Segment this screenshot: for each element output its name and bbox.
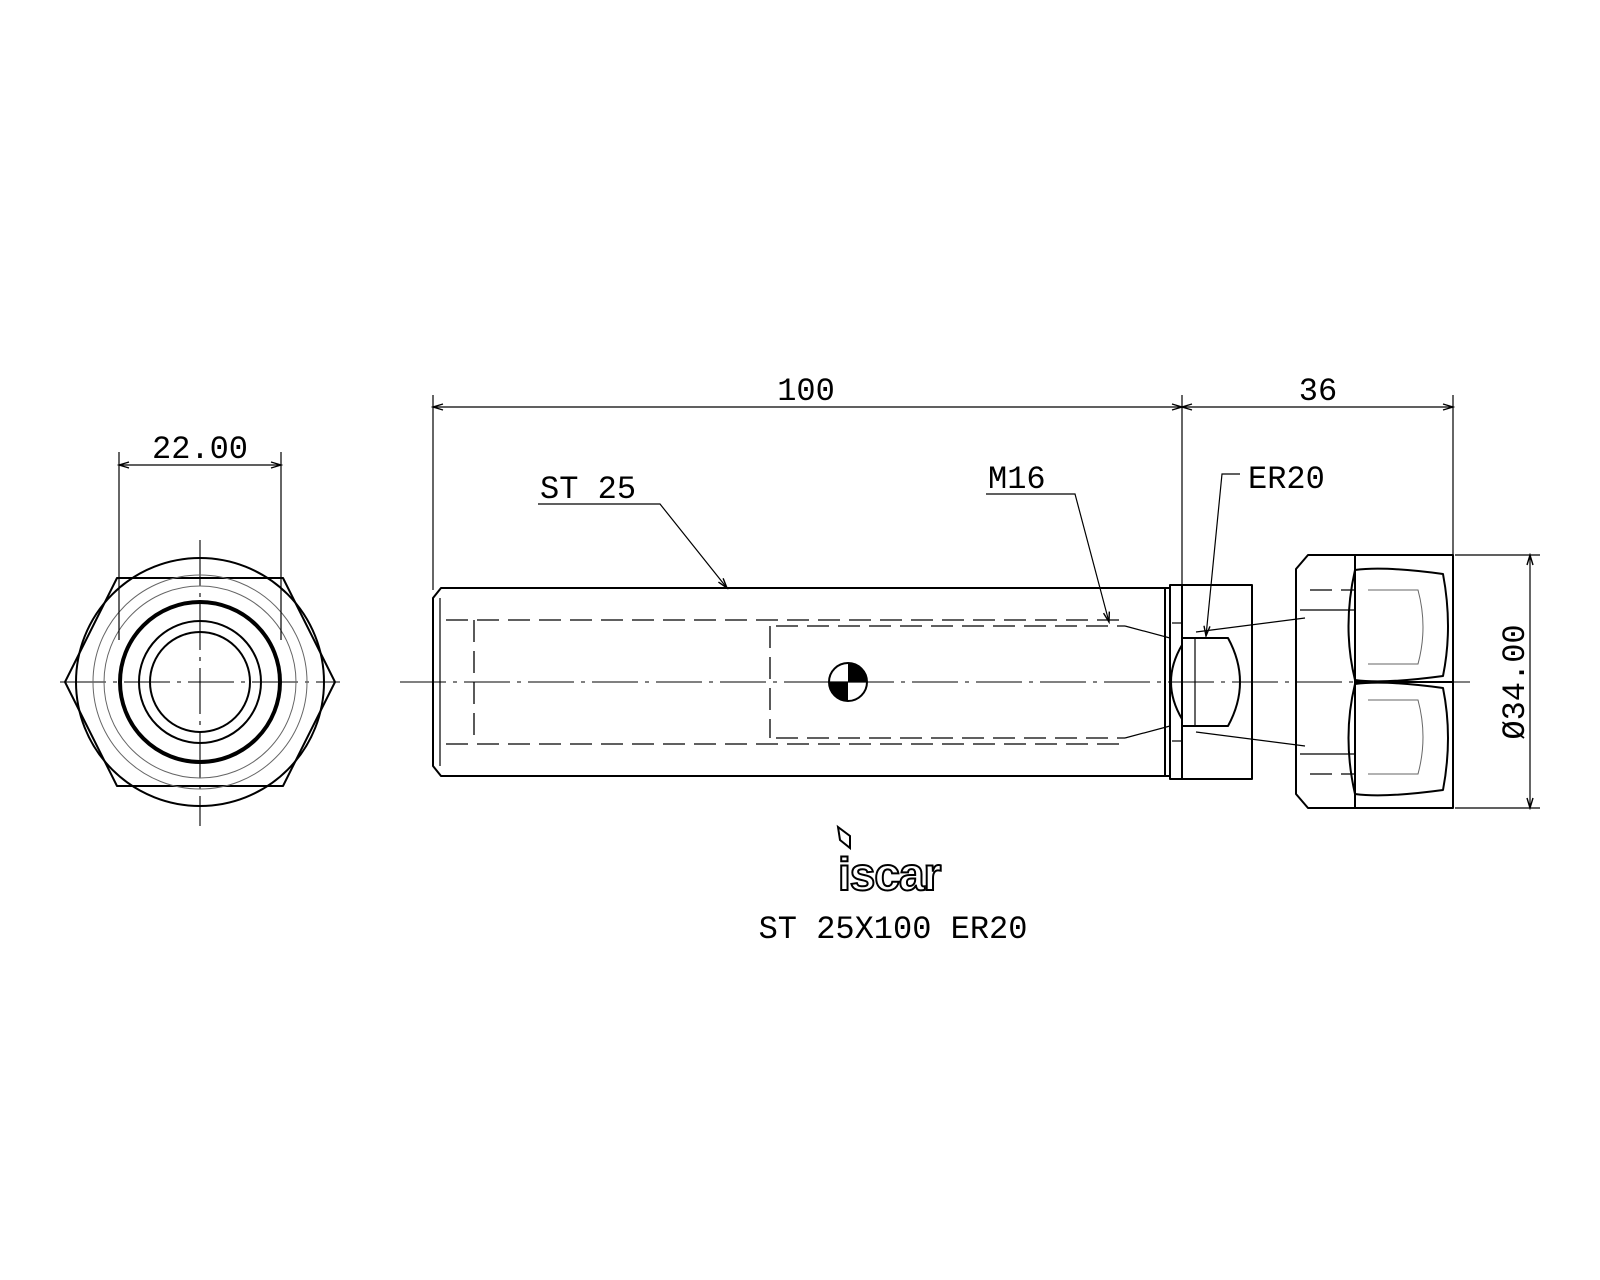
collet-bore: [1181, 637, 1241, 727]
end-view: 22.00: [60, 431, 340, 826]
thread-callout-text: M16: [988, 461, 1046, 498]
diameter-dimension-text: Ø34.00: [1497, 624, 1534, 739]
end-view-flange-circle: [75, 557, 325, 807]
overall-length-text: 100: [777, 373, 835, 410]
nut-hex-face-bottom: [1347, 681, 1449, 797]
shank-callout-leader: [538, 503, 727, 588]
end-view-collet-ring: [118, 600, 282, 764]
collet-callout-leader: [1206, 473, 1240, 636]
end-view-bore-outer: [138, 620, 262, 744]
hex-width-dimension-text: 22.00: [152, 431, 248, 468]
side-view: 100 36 Ø34.00 ST 25 M16 ER20: [400, 373, 1540, 808]
collet-body: [1181, 584, 1253, 780]
collet-callout-text: ER20: [1248, 461, 1325, 498]
nut-length-text: 36: [1299, 373, 1337, 410]
thread-callout-leader: [986, 493, 1109, 622]
end-view-hidden-circle-inner: [103, 585, 297, 779]
set-screw-symbol: [828, 662, 868, 702]
brand-logo: iscar: [836, 824, 944, 901]
part-number: ST 25X100 ER20: [759, 911, 1028, 948]
clamping-nut: [1295, 554, 1454, 809]
logo-text: iscar: [838, 848, 942, 900]
end-view-hidden-circle-outer: [92, 574, 308, 790]
end-view-hex-outline: [64, 577, 336, 787]
end-view-bore-inner: [149, 631, 251, 733]
shank-callout-text: ST 25: [540, 471, 636, 508]
logo-dot-mark: [836, 824, 851, 851]
nut-hex-face-top: [1347, 567, 1449, 683]
